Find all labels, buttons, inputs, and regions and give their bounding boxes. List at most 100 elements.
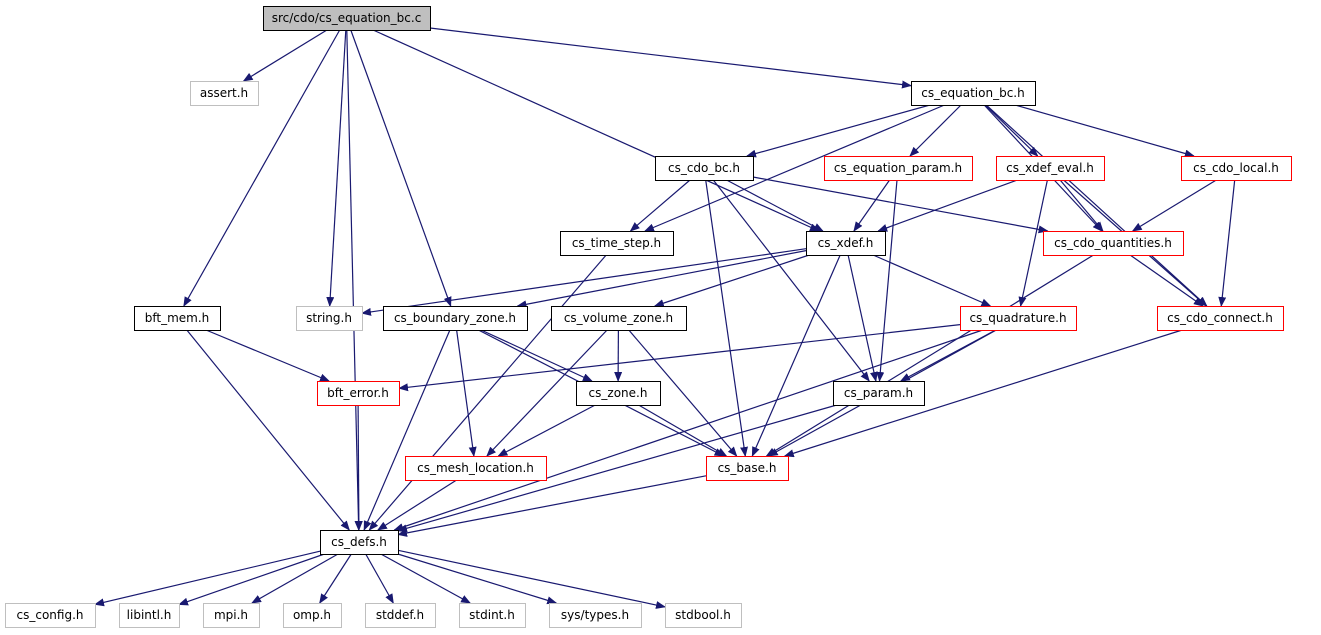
node-label-xdefeval: cs_xdef_eval.h bbox=[1006, 161, 1094, 175]
edge-base-to-defs bbox=[397, 475, 707, 537]
node-stdbool[interactable]: stdbool.h bbox=[665, 603, 742, 628]
edge-timestep-to-defs bbox=[368, 254, 607, 531]
node-config[interactable]: cs_config.h bbox=[5, 603, 96, 628]
node-bzone[interactable]: cs_boundary_zone.h bbox=[383, 306, 528, 331]
edge-xdef-to-vzone bbox=[653, 254, 810, 307]
edge-root-to-bzone bbox=[350, 29, 452, 307]
node-box-mpi bbox=[203, 603, 260, 628]
node-assert[interactable]: assert.h bbox=[190, 81, 259, 106]
edge-xdefeval-to-cdoquant bbox=[1059, 179, 1104, 232]
node-stddef[interactable]: stddef.h bbox=[365, 603, 436, 628]
node-cdobc[interactable]: cs_cdo_bc.h bbox=[655, 156, 754, 181]
edge-eqbc-to-xdefeval bbox=[984, 104, 1039, 157]
edge-vzone-to-base bbox=[628, 329, 738, 457]
edge-cdoconn-to-base bbox=[783, 329, 1183, 458]
node-zone[interactable]: cs_zone.h bbox=[576, 381, 661, 406]
edge-xdef-to-param bbox=[847, 254, 878, 382]
node-xdefeval[interactable]: cs_xdef_eval.h bbox=[996, 156, 1105, 181]
node-param[interactable]: cs_param.h bbox=[833, 381, 925, 406]
node-cdolocal[interactable]: cs_cdo_local.h bbox=[1181, 156, 1292, 181]
node-stdint[interactable]: stdint.h bbox=[459, 603, 526, 628]
node-box-timestep bbox=[560, 231, 674, 256]
node-timestep[interactable]: cs_time_step.h bbox=[560, 231, 674, 256]
edge-root-to-string bbox=[326, 29, 347, 307]
node-label-timestep: cs_time_step.h bbox=[572, 236, 661, 250]
node-box-string bbox=[296, 306, 363, 331]
node-quad[interactable]: cs_quadrature.h bbox=[960, 306, 1077, 331]
edge-defs-to-mpi bbox=[251, 553, 339, 604]
edge-vzone-to-meshloc bbox=[486, 329, 608, 457]
edge-param-to-defs bbox=[397, 404, 837, 533]
node-box-xdef bbox=[806, 231, 886, 256]
node-omp[interactable]: omp.h bbox=[283, 603, 342, 628]
edge-eqbc-to-timestep bbox=[644, 104, 945, 232]
nodes-layer: src/cdo/cs_equation_bc.c assert.h cs_equat… bbox=[5, 6, 1292, 628]
node-label-stddef: stddef.h bbox=[376, 608, 424, 622]
edge-bftmem-to-defs bbox=[186, 329, 350, 531]
node-label-bfterr: bft_error.h bbox=[327, 386, 389, 400]
node-box-bftmem bbox=[134, 306, 221, 331]
node-box-bfterr bbox=[317, 381, 400, 406]
node-label-stdint: stdint.h bbox=[469, 608, 515, 622]
node-box-meshloc bbox=[405, 456, 547, 481]
node-label-string: string.h bbox=[306, 311, 352, 325]
node-mpi[interactable]: mpi.h bbox=[203, 603, 260, 628]
node-bftmem[interactable]: bft_mem.h bbox=[134, 306, 221, 331]
node-label-cdobc: cs_cdo_bc.h bbox=[668, 161, 740, 175]
node-libintl[interactable]: libintl.h bbox=[119, 603, 180, 628]
edge-xdef-to-quad bbox=[872, 254, 992, 307]
node-box-vzone bbox=[551, 306, 687, 331]
edge-defs-to-stdbool bbox=[397, 549, 666, 609]
edge-root-to-xdef bbox=[372, 29, 820, 232]
edge-eqparam-to-param bbox=[876, 179, 898, 382]
node-eqparam[interactable]: cs_equation_param.h bbox=[824, 156, 973, 181]
node-base[interactable]: cs_base.h bbox=[706, 456, 789, 481]
node-root[interactable]: src/cdo/cs_equation_bc.c bbox=[263, 6, 431, 31]
edge-bzone-to-meshloc bbox=[456, 329, 477, 457]
edge-eqbc-to-cdoconn bbox=[985, 104, 1208, 307]
edge-root-to-bftmem bbox=[183, 29, 341, 307]
node-box-param bbox=[833, 381, 925, 406]
node-label-zone: cs_zone.h bbox=[589, 386, 648, 400]
node-cdoquant[interactable]: cs_cdo_quantities.h bbox=[1043, 231, 1184, 256]
node-label-xdef: cs_xdef.h bbox=[818, 236, 874, 250]
node-box-bzone bbox=[383, 306, 528, 331]
edge-zone-to-meshloc bbox=[497, 404, 596, 457]
node-cdoconn[interactable]: cs_cdo_connect.h bbox=[1157, 306, 1284, 331]
edge-root-to-defs bbox=[346, 29, 363, 531]
node-box-stdint bbox=[459, 603, 526, 628]
node-box-defs bbox=[320, 530, 399, 555]
edge-xdef-to-base bbox=[751, 254, 841, 457]
node-label-mpi: mpi.h bbox=[214, 608, 248, 622]
edge-defs-to-config bbox=[94, 550, 321, 607]
edge-quad-to-bfterr bbox=[398, 324, 961, 392]
edge-cdoquant-to-base bbox=[765, 254, 1094, 457]
node-meshloc[interactable]: cs_mesh_location.h bbox=[405, 456, 547, 481]
node-defs[interactable]: cs_defs.h bbox=[320, 530, 399, 555]
node-vzone[interactable]: cs_volume_zone.h bbox=[551, 306, 687, 331]
node-label-omp: omp.h bbox=[293, 608, 331, 622]
edge-defs-to-omp bbox=[319, 553, 352, 604]
node-label-config: cs_config.h bbox=[17, 608, 84, 622]
node-label-vzone: cs_volume_zone.h bbox=[564, 311, 673, 325]
node-systypes[interactable]: sys/types.h bbox=[549, 603, 642, 628]
node-eqbc[interactable]: cs_equation_bc.h bbox=[911, 81, 1036, 106]
node-label-systypes: sys/types.h bbox=[561, 608, 629, 622]
node-string[interactable]: string.h bbox=[296, 306, 363, 331]
edge-cdobc-to-timestep bbox=[629, 179, 691, 232]
node-box-eqbc bbox=[911, 81, 1036, 106]
edge-bftmem-to-bfterr bbox=[205, 329, 330, 382]
edge-cdobc-to-cdoquant bbox=[752, 176, 1049, 234]
node-label-base: cs_base.h bbox=[718, 461, 777, 475]
node-xdef[interactable]: cs_xdef.h bbox=[806, 231, 886, 256]
edge-xdefeval-to-xdef bbox=[877, 179, 1018, 232]
node-label-cdoquant: cs_cdo_quantities.h bbox=[1054, 236, 1172, 250]
node-label-bzone: cs_boundary_zone.h bbox=[394, 311, 516, 325]
node-box-root bbox=[263, 6, 431, 31]
edge-defs-to-stddef bbox=[365, 553, 394, 604]
node-bfterr[interactable]: bft_error.h bbox=[317, 381, 400, 406]
edge-xdef-to-string bbox=[361, 248, 807, 316]
node-label-cdolocal: cs_cdo_local.h bbox=[1193, 161, 1279, 175]
node-box-systypes bbox=[549, 603, 642, 628]
node-label-libintl: libintl.h bbox=[127, 608, 172, 622]
